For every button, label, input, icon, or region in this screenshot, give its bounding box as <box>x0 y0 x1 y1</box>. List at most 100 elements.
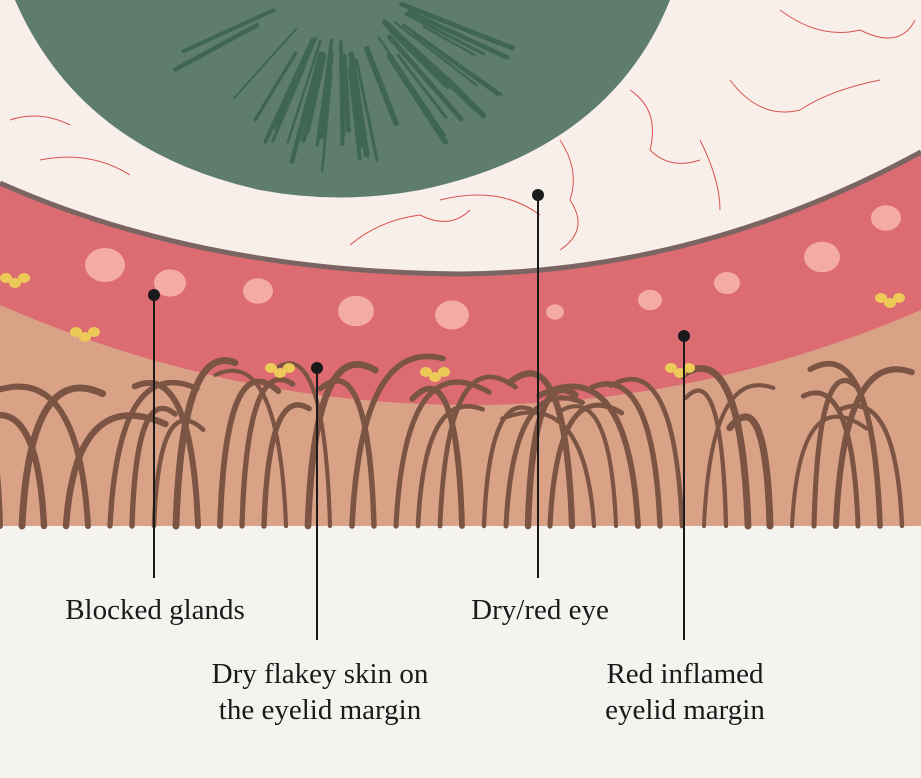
eyelash <box>678 365 752 530</box>
iris-streak <box>274 64 306 132</box>
vein <box>559 139 579 251</box>
skin-flake <box>875 293 887 303</box>
eyelash <box>608 377 685 529</box>
label-dry-skin-line2: the eyelid margin <box>218 694 422 726</box>
eyelash <box>349 353 446 529</box>
eyelash <box>832 366 915 530</box>
iris-streak <box>412 32 500 97</box>
eyelash <box>481 405 543 529</box>
eyelash <box>317 378 377 529</box>
eyelash <box>261 402 312 529</box>
vein <box>349 209 471 246</box>
iris-streak <box>348 51 370 158</box>
label-dry-red-eye: Dry/red eye <box>471 594 609 626</box>
eyelash <box>304 361 379 530</box>
eyelash <box>129 405 178 529</box>
iris-streak <box>289 51 323 164</box>
skin-flake <box>88 327 100 337</box>
iris-streak <box>388 28 450 89</box>
vein <box>779 9 916 39</box>
iris-streak <box>364 46 399 127</box>
eyelash <box>172 357 239 530</box>
label-dry-skin-line1: Dry flakey skin on <box>211 658 429 690</box>
vein <box>729 79 881 113</box>
label-dry-skin: Dry flakey skin on the eyelid margin <box>170 656 470 728</box>
skin-flake <box>429 372 441 382</box>
iris-streak <box>253 51 298 122</box>
eyelash <box>151 418 206 529</box>
skin-flake <box>884 298 896 308</box>
iris-streaks <box>173 1 515 173</box>
iris-streak <box>303 52 327 134</box>
iris-streak <box>338 40 345 146</box>
eyelash <box>559 404 619 529</box>
gland <box>804 241 840 273</box>
iris-streak <box>233 27 298 99</box>
gland <box>638 289 662 311</box>
eyelash <box>838 403 905 529</box>
skin-flake <box>665 363 677 373</box>
eyelash <box>437 374 518 529</box>
skin-flake <box>9 278 21 288</box>
iris-streak <box>387 34 464 122</box>
iris-streak <box>263 38 315 144</box>
skin-flake <box>893 293 905 303</box>
eyelash <box>0 383 91 529</box>
vein <box>699 139 721 211</box>
iris-streak <box>286 39 322 144</box>
iris-streak <box>348 66 364 149</box>
lashes <box>0 353 915 530</box>
dry-skin-dot <box>311 362 323 374</box>
label-blocked-glands: Blocked glands <box>65 594 245 626</box>
inflamed-dot <box>678 330 690 342</box>
eyelash <box>409 385 465 529</box>
label-inflamed-line1: Red inflamed <box>606 658 764 690</box>
iris-streak <box>181 8 276 54</box>
eye-edge <box>0 149 921 277</box>
skin-flake <box>265 363 277 373</box>
eyelash <box>62 412 169 530</box>
gland <box>714 271 740 295</box>
skin-flake <box>420 367 432 377</box>
dry-red-eye-dot <box>532 189 544 201</box>
iris-streak <box>399 1 515 51</box>
iris-streak <box>393 20 478 87</box>
eyelash <box>800 390 861 529</box>
vein <box>9 115 71 126</box>
gland <box>435 300 469 330</box>
skin-flake <box>18 273 30 283</box>
label-inflamed-line2: eyelid margin <box>605 694 765 726</box>
vein <box>439 194 541 216</box>
skin-flake <box>283 363 295 373</box>
eyelash <box>811 378 861 529</box>
iris-streak <box>354 58 379 162</box>
eyelash <box>131 380 201 529</box>
eyelash <box>239 376 296 529</box>
gland <box>154 269 186 297</box>
skin-flake <box>0 273 12 283</box>
eyelash <box>807 361 883 529</box>
eyelash <box>0 412 48 530</box>
eyelash <box>500 410 597 529</box>
eyelash <box>506 370 576 530</box>
eyelash <box>726 413 774 530</box>
iris-streak <box>396 54 448 119</box>
iris-streak <box>384 20 456 85</box>
iris-streak <box>315 38 334 147</box>
eyelash <box>107 380 200 529</box>
vein <box>629 89 701 164</box>
veins <box>9 9 916 251</box>
glands <box>85 205 901 330</box>
iris-streak <box>407 9 510 60</box>
gland <box>546 304 564 320</box>
iris-streak <box>392 60 425 107</box>
iris-streak <box>173 22 260 72</box>
gland <box>243 278 273 304</box>
vein <box>39 156 131 176</box>
eyelash <box>589 381 663 529</box>
iris-streak <box>320 71 333 173</box>
eyelash <box>701 383 776 529</box>
skin-flake <box>70 327 82 337</box>
eyelash <box>683 388 729 529</box>
skin-flake <box>79 332 91 342</box>
